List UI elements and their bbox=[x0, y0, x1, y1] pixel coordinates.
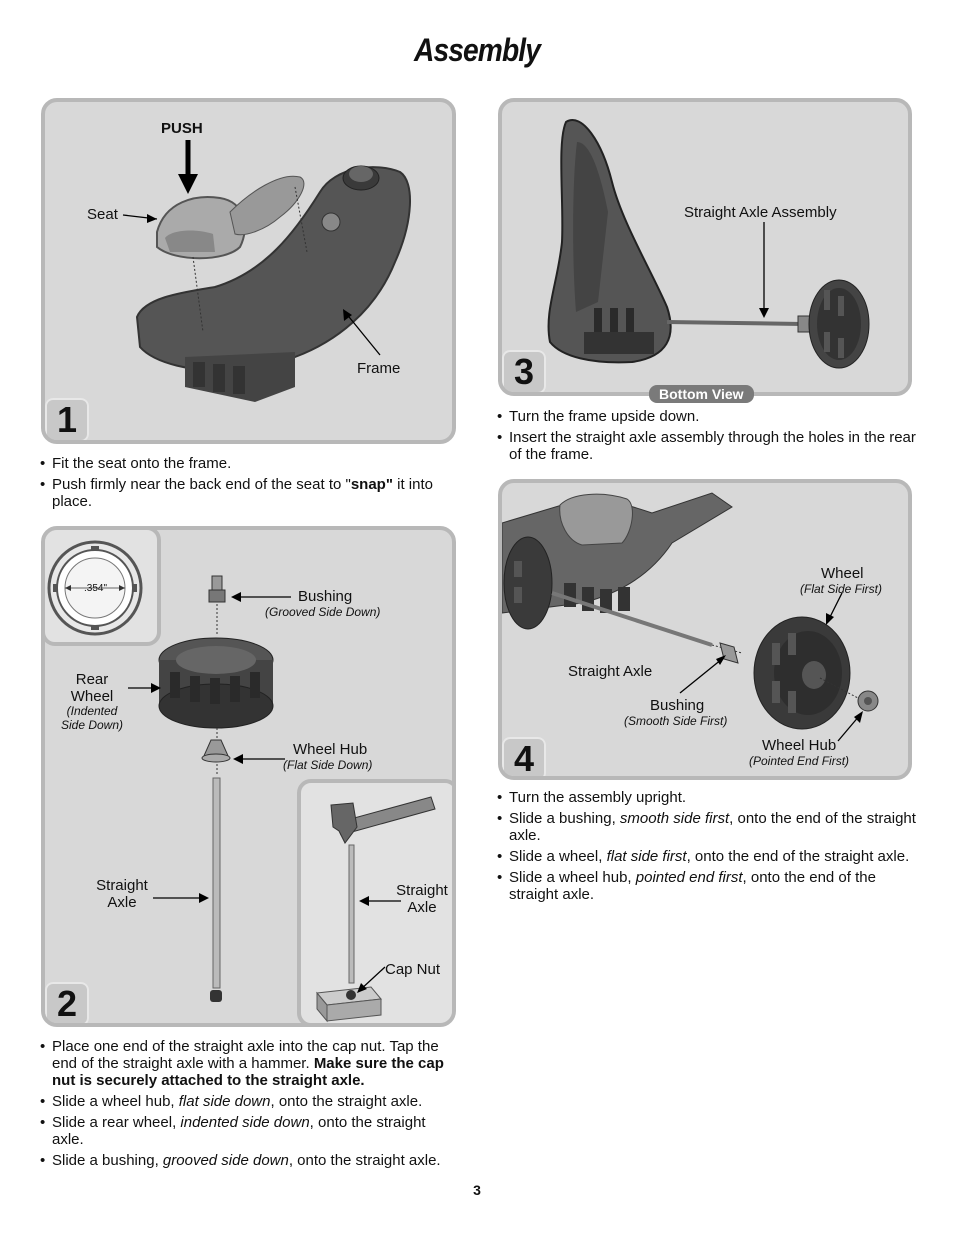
bushing-note: (Grooved Side Down) bbox=[265, 605, 381, 619]
instruction-item: Slide a wheel hub, pointed end first, on… bbox=[497, 869, 922, 903]
step-3-illustration bbox=[547, 119, 870, 369]
hammer-illustration bbox=[316, 796, 436, 1023]
instruction-item: Slide a rear wheel, indented side down, … bbox=[40, 1114, 455, 1148]
bushing-label: Bushing bbox=[298, 588, 353, 605]
wheel-note: (Flat Side First) bbox=[800, 582, 883, 596]
instruction-item: Slide a wheel, flat side first, onto the… bbox=[497, 848, 922, 865]
page-number: 3 bbox=[473, 1182, 481, 1198]
step-1-panel: PUSH Seat Frame 1 bbox=[41, 98, 456, 444]
step-3-instructions: Turn the frame upside down. Insert the s… bbox=[497, 408, 917, 467]
frame-label: Frame bbox=[357, 360, 401, 377]
bottom-view-badge: Bottom View bbox=[649, 385, 754, 403]
cap-nut-label: Cap Nut bbox=[385, 961, 441, 978]
step-1-instructions: Fit the seat onto the frame. Push firmly… bbox=[40, 455, 450, 514]
wheel-label: Wheel bbox=[821, 565, 864, 582]
straight-axle-label-4: Straight Axle bbox=[568, 663, 653, 680]
instruction-item: Turn the frame upside down. bbox=[497, 408, 917, 425]
step-4-illustration bbox=[502, 492, 879, 742]
step-2-instructions: Place one end of the straight axle into … bbox=[40, 1038, 455, 1173]
instruction-item: Slide a bushing, grooved side down, onto… bbox=[40, 1152, 455, 1169]
step-4-panel: Wheel (Flat Side First) Straight Axle Bu… bbox=[498, 479, 912, 780]
axle-gauge-inset: .354" bbox=[45, 530, 161, 646]
instruction-item: Slide a wheel hub, flat side down, onto … bbox=[40, 1093, 455, 1110]
instruction-item: Push firmly near the back end of the sea… bbox=[40, 476, 450, 510]
straight-axle-assembly-label: Straight Axle Assembly bbox=[684, 204, 837, 221]
gauge-label: .354" bbox=[84, 583, 108, 594]
wheel-hub-note-4: (Pointed End First) bbox=[749, 754, 850, 768]
wheel-hub-label: Wheel Hub bbox=[293, 741, 368, 758]
push-label: PUSH bbox=[161, 120, 203, 137]
step-2-illustration bbox=[128, 575, 291, 1002]
step-3-panel: Straight Axle Assembly 3 bbox=[498, 98, 912, 396]
instruction-item: Fit the seat onto the frame. bbox=[40, 455, 450, 472]
instruction-item: Turn the assembly upright. bbox=[497, 789, 922, 806]
wheel-hub-label-4: Wheel Hub bbox=[762, 737, 837, 754]
step-number-3: 3 bbox=[502, 350, 546, 392]
step-number-1: 1 bbox=[45, 398, 89, 440]
bushing-label-4: Bushing bbox=[650, 697, 705, 714]
wheel-hub-note: (Flat Side Down) bbox=[283, 758, 373, 772]
step-number-2: 2 bbox=[45, 982, 89, 1023]
axle-gauge-diagram bbox=[47, 540, 143, 636]
step-number-4: 4 bbox=[502, 737, 546, 776]
bushing-note-4: (Smooth Side First) bbox=[624, 714, 728, 728]
seat-label: Seat bbox=[87, 206, 118, 223]
instruction-item: Place one end of the straight axle into … bbox=[40, 1038, 455, 1089]
instruction-item: Slide a bushing, smooth side first, onto… bbox=[497, 810, 922, 844]
step-4-instructions: Turn the assembly upright. Slide a bushi… bbox=[497, 789, 922, 907]
instruction-item: Insert the straight axle assembly throug… bbox=[497, 429, 917, 463]
step-1-illustration bbox=[122, 140, 412, 402]
page-title: Assembly bbox=[413, 32, 541, 68]
